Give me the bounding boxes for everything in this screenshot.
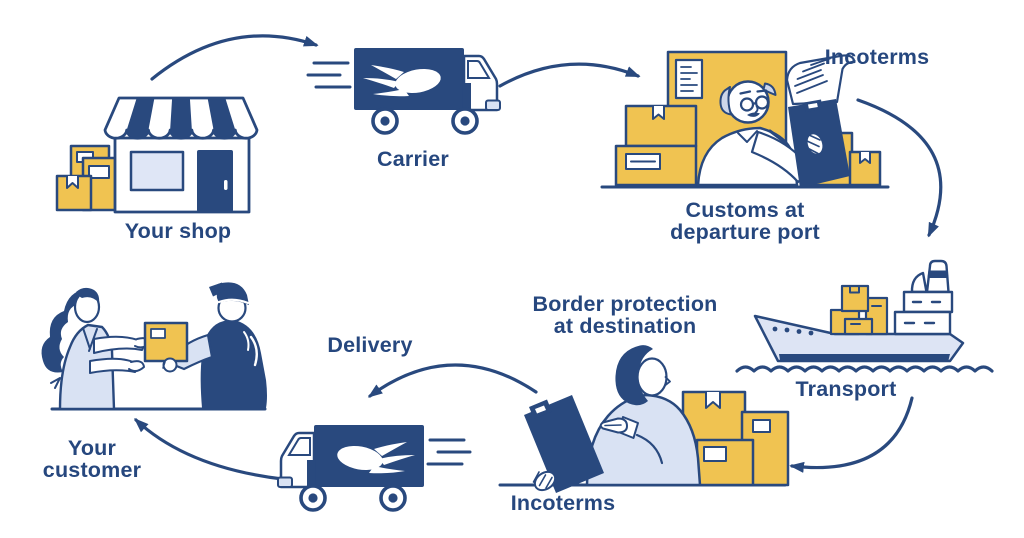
courier-body bbox=[200, 319, 267, 408]
portholes bbox=[772, 326, 814, 336]
arrow-transport-to-border bbox=[789, 396, 914, 473]
shop-icon bbox=[55, 96, 259, 214]
carrier-truck-icon bbox=[306, 46, 502, 135]
glasses-icon bbox=[739, 95, 770, 112]
label-transport: Transport bbox=[795, 377, 897, 401]
waves bbox=[735, 365, 994, 373]
shop-window bbox=[129, 150, 185, 192]
label-customs-departure: Customs at departure port bbox=[670, 198, 820, 244]
label-border-protection: Border protection at destination bbox=[532, 292, 718, 338]
label-border-line2: at destination bbox=[553, 313, 697, 338]
label-customs-line1: Customs at bbox=[685, 198, 805, 222]
parcels bbox=[681, 390, 790, 487]
incoterms-paper bbox=[785, 54, 856, 106]
pen bbox=[768, 129, 788, 145]
customer-hair bbox=[41, 289, 92, 373]
label-incoterms-top: Incoterms bbox=[824, 45, 930, 69]
deck-parcels bbox=[829, 284, 889, 336]
border-officer-icon bbox=[498, 345, 790, 493]
label-carrier: Carrier bbox=[377, 147, 449, 171]
superstructure bbox=[893, 259, 954, 336]
arrow-customs-to-transport bbox=[856, 98, 943, 238]
funnel-band bbox=[927, 270, 949, 278]
label-delivery: Delivery bbox=[327, 333, 413, 357]
delivery-truck-icon bbox=[276, 423, 472, 512]
arrow-shop-to-carrier bbox=[150, 34, 319, 81]
officer-head bbox=[726, 80, 770, 124]
customs-officer-icon bbox=[600, 50, 890, 189]
hair bbox=[615, 345, 653, 406]
customer-handoff-icon bbox=[41, 282, 267, 411]
parcels bbox=[55, 144, 131, 212]
label-customer-line2: customer bbox=[42, 457, 142, 482]
arrow-carrier-to-customs bbox=[498, 62, 641, 88]
label-incoterms-bottom: Incoterms bbox=[510, 491, 616, 515]
shop-door bbox=[197, 150, 233, 212]
clipboard bbox=[524, 395, 604, 493]
arrow-border-to-delivery bbox=[367, 363, 538, 398]
label-customer-line1: Your bbox=[67, 436, 117, 460]
label-customs-line2: departure port bbox=[670, 219, 820, 244]
cargo-ship-icon bbox=[735, 259, 994, 373]
label-your-shop: Your shop bbox=[124, 219, 232, 243]
officer-head bbox=[636, 357, 668, 397]
awning bbox=[103, 96, 259, 140]
label-border-line1: Border protection bbox=[532, 292, 718, 316]
label-your-customer: Your customer bbox=[42, 436, 142, 482]
mustache bbox=[747, 112, 760, 117]
